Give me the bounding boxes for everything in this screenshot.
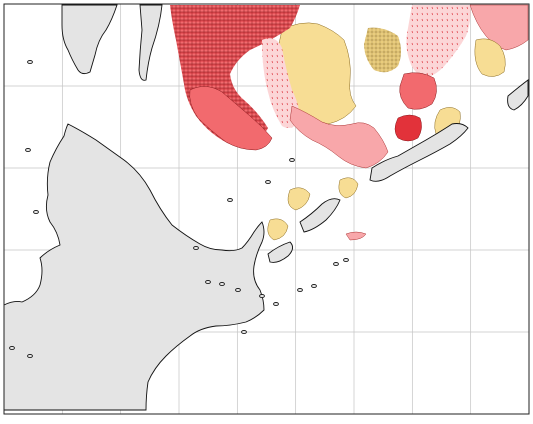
- unit-red-flow: [189, 86, 273, 151]
- unit-yellow-dotted: [364, 27, 401, 73]
- islet: [27, 59, 33, 65]
- unit-dashed-lightpink-west: [262, 38, 300, 129]
- islet: [25, 147, 31, 153]
- unit-red-east: [399, 72, 437, 110]
- islets: [9, 59, 349, 359]
- unit-dashed-lightpink-east: [406, 5, 471, 78]
- islet: [343, 257, 349, 263]
- islet: [297, 287, 303, 293]
- main-island: [4, 123, 265, 411]
- islet: [227, 197, 233, 203]
- islet: [259, 293, 265, 299]
- unit-yellow-patch-1: [338, 177, 359, 199]
- islet: [235, 287, 241, 293]
- islet: [33, 209, 39, 215]
- island-chain-mid: [299, 198, 341, 233]
- unit-pink-central: [289, 105, 389, 169]
- unit-yellow-patch-3: [267, 218, 289, 241]
- island-chain-small: [267, 241, 293, 263]
- unit-pink-patch: [345, 231, 367, 241]
- map-border: [3, 3, 530, 415]
- island-northeast: [507, 79, 529, 111]
- islet: [241, 329, 247, 335]
- unit-darkred-east: [394, 114, 422, 142]
- islet: [205, 279, 211, 285]
- islet: [333, 261, 339, 267]
- islet: [273, 301, 279, 307]
- islet: [311, 283, 317, 289]
- island-chain-large: [369, 123, 469, 182]
- islet: [289, 157, 295, 163]
- islet: [27, 353, 33, 359]
- peninsula-top-left: [61, 4, 118, 75]
- peninsula-right-arm: [138, 4, 163, 81]
- islet: [219, 281, 225, 287]
- unit-yellow-patch-2: [287, 187, 311, 211]
- islet: [9, 345, 15, 351]
- islet: [265, 179, 271, 185]
- unit-yellow-far-east: [474, 38, 506, 77]
- islet: [193, 245, 199, 251]
